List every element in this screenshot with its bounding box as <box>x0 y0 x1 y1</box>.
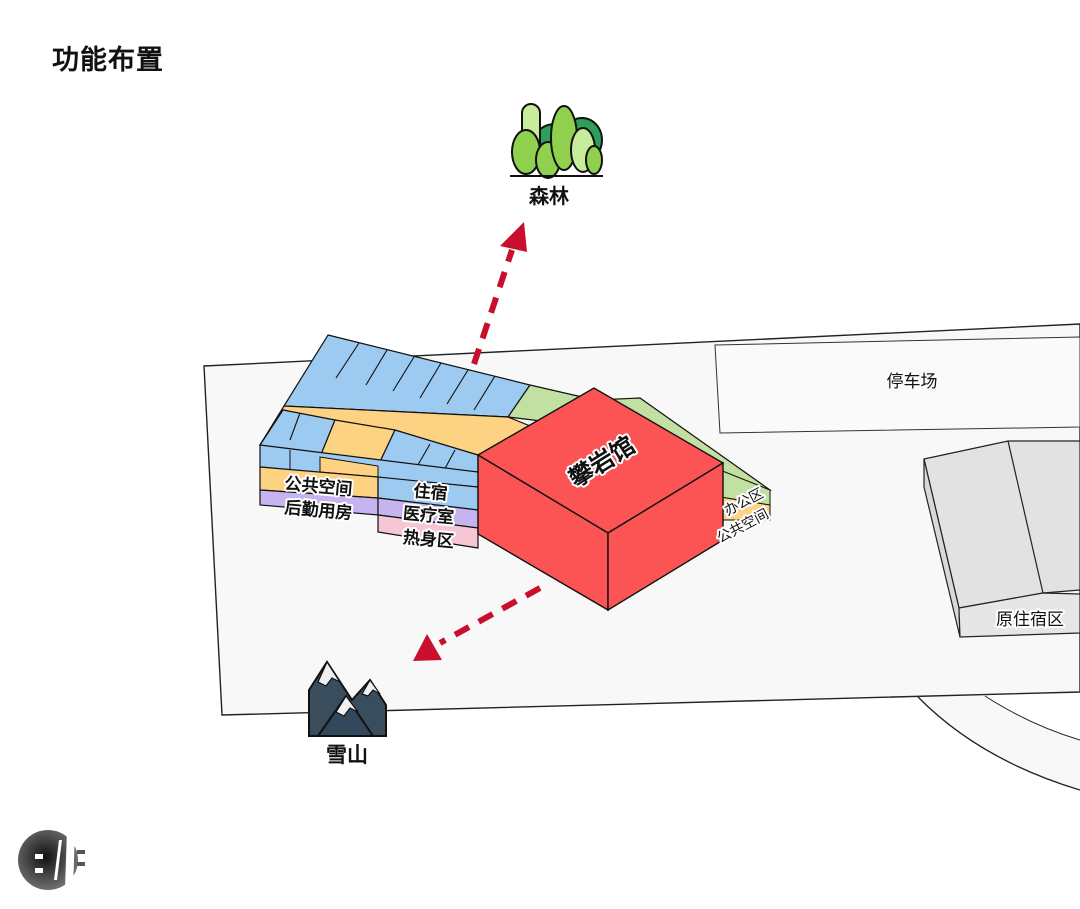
curved-road <box>917 695 1080 791</box>
dormitory-label: 住宿 <box>413 481 449 505</box>
page-title: 功能布置 <box>52 45 164 76</box>
medical-room-label: 医疗室 <box>402 503 455 528</box>
parking-label: 停车场 <box>887 372 938 392</box>
climbing-hall: 攀岩馆 <box>476 387 725 612</box>
forest-label: 森林 <box>529 184 569 208</box>
warmup-zone-label: 热身区 <box>402 527 455 552</box>
existing-dorm-label: 原住宿区 <box>996 610 1064 630</box>
parking-lot: 停车场 <box>714 336 1080 434</box>
brand-logo-icon <box>18 830 85 890</box>
arrow-to-forest <box>471 222 527 365</box>
forest-icon: 森林 <box>510 103 603 208</box>
snow-mountain-icon: 雪山 <box>308 660 387 767</box>
arrow-to-snow-mountain <box>413 585 542 661</box>
existing-dorm-building: 原住宿区 <box>923 440 1080 638</box>
snow-mountain-label: 雪山 <box>326 743 368 767</box>
